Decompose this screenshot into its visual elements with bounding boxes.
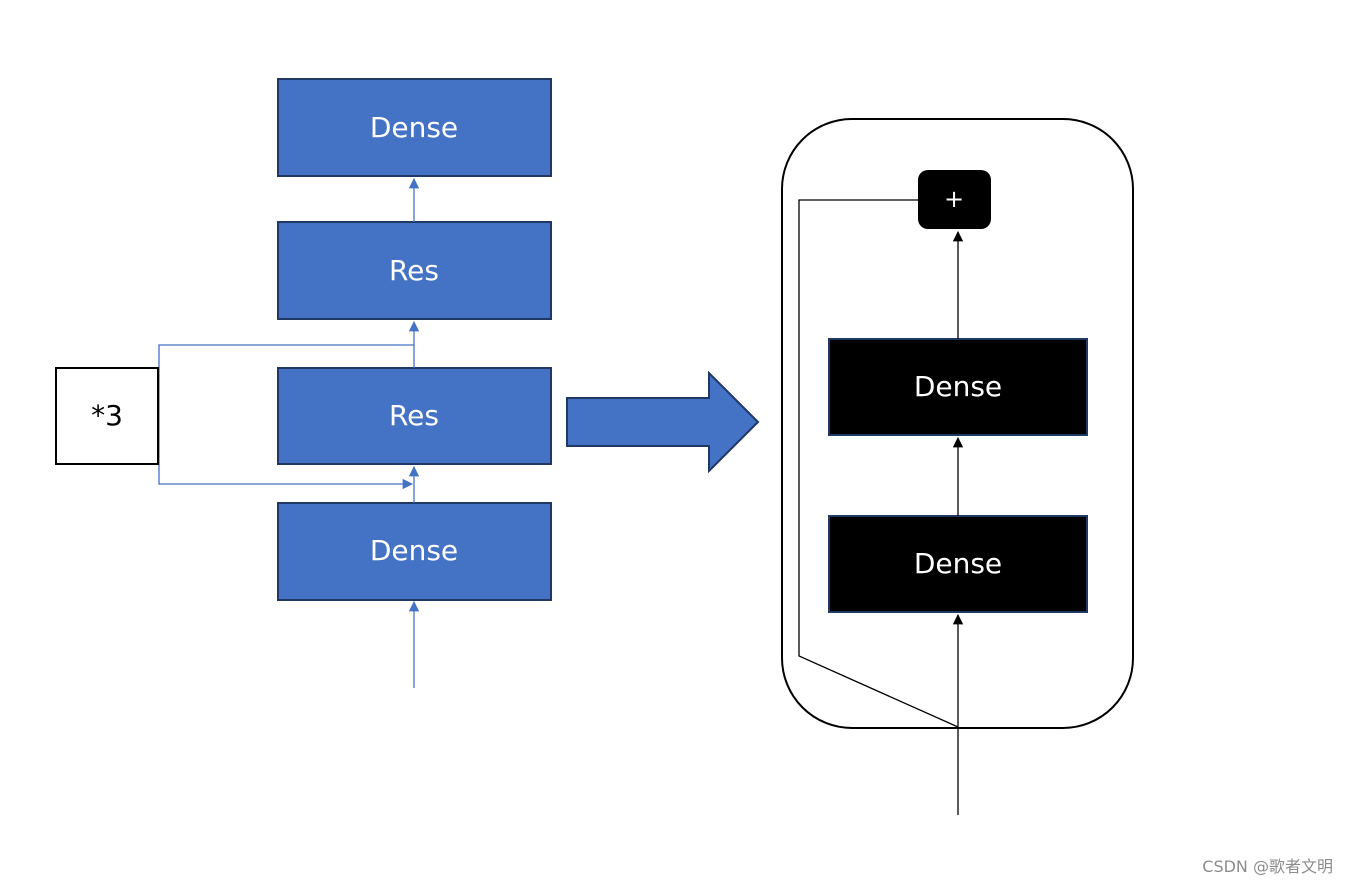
repeat-count-label: *3: [91, 399, 123, 432]
left-dense-bottom-label: Dense: [370, 534, 458, 567]
left-dense-top-box: [277, 78, 552, 177]
left-res-lower-label: Res: [389, 399, 439, 432]
left-dense-bottom-box: [277, 502, 552, 601]
skip-connection-line: [798, 199, 959, 728]
repeat-count-box: [55, 367, 159, 465]
residual-block: Dense Dense +: [781, 118, 1134, 815]
left-res-upper-label: Res: [389, 254, 439, 287]
add-node-label: +: [944, 185, 964, 213]
watermark-text: CSDN @歌者文明: [1202, 857, 1333, 876]
expand-arrow: [566, 370, 760, 474]
left-res-upper-box: [277, 221, 552, 320]
residual-dense-lower-box: [828, 515, 1088, 613]
residual-dense-upper-label: Dense: [914, 370, 1002, 403]
residual-dense-lower-label: Dense: [914, 547, 1002, 580]
left-dense-top-label: Dense: [370, 111, 458, 144]
left-stack: Dense Res *3 Res Dense: [55, 78, 552, 688]
add-node-box: [918, 170, 991, 229]
